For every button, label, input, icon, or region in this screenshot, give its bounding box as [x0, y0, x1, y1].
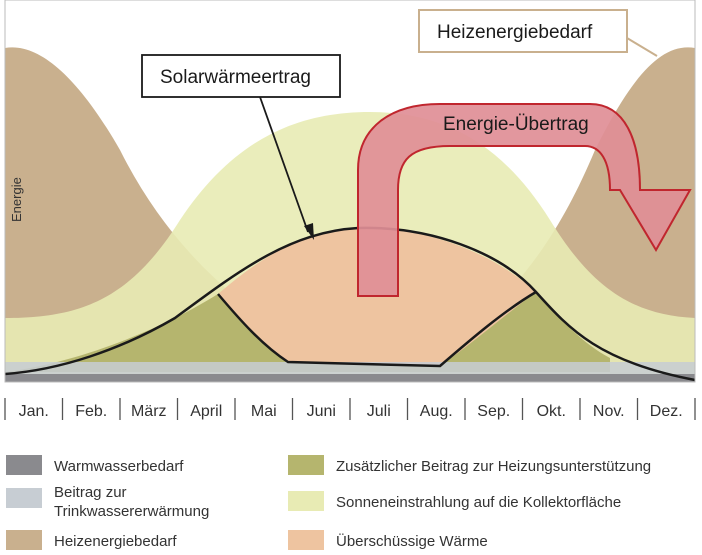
month-label: März — [131, 403, 167, 420]
month-label: Sep. — [477, 403, 510, 420]
legend-label: Beitrag zur — [54, 484, 127, 501]
month-label: Mai — [251, 403, 277, 420]
legend-label: Heizenergiebedarf — [54, 533, 177, 550]
month-axis: Jan. Feb. März April Mai Juni Juli Aug. Sep. Okt.… — [4, 398, 696, 420]
legend-swatch — [6, 530, 42, 550]
y-axis-label: Energie — [9, 177, 24, 222]
plot-frame — [4, 0, 696, 383]
legend-swatch — [288, 455, 324, 475]
legend-label-line2: Trinkwassererwärmung — [54, 503, 209, 520]
drinking-water-band — [5, 362, 695, 374]
month-label: Feb. — [75, 403, 107, 420]
surplus-boundary-curve — [217, 290, 537, 368]
solar-yield-callout-label: Solarwärmeertrag — [160, 67, 311, 88]
hot-water-band — [5, 374, 695, 382]
legend-label: Überschüssige Wärme — [336, 532, 488, 550]
legend-label: Warmwasserbedarf — [54, 458, 184, 475]
month-label: Aug. — [420, 403, 453, 420]
legend-swatch — [288, 491, 324, 511]
solar-yield-callout-pointer — [259, 96, 309, 233]
month-label: Nov. — [593, 403, 625, 420]
legend-swatch — [6, 455, 42, 475]
heating-demand-callout-box — [418, 9, 628, 53]
heating-demand-area — [5, 47, 330, 380]
energy-transfer-label: Energie-Übertrag — [443, 114, 589, 135]
legend-label: Zusätzlicher Beitrag zur Heizungsunterst… — [336, 458, 651, 475]
legend-swatch — [288, 530, 324, 550]
month-label: Jan. — [19, 403, 49, 420]
month-label: Juli — [367, 403, 391, 420]
heating-demand-callout-label: Heizenergiebedarf — [437, 22, 593, 43]
energy-transfer-arrow — [357, 103, 692, 297]
month-label: Okt. — [537, 403, 566, 420]
month-label: Dez. — [650, 403, 683, 420]
solar-yield-pointer-arrowhead — [304, 223, 314, 240]
legend-label: Sonneneinstrahlung auf die Kollektorfläc… — [336, 494, 621, 511]
heating-demand-callout-pointer — [626, 37, 658, 57]
solar-yield-callout-box — [141, 54, 341, 98]
month-label: Juni — [307, 403, 336, 420]
month-label: April — [190, 403, 222, 420]
legend-swatch — [6, 488, 42, 508]
